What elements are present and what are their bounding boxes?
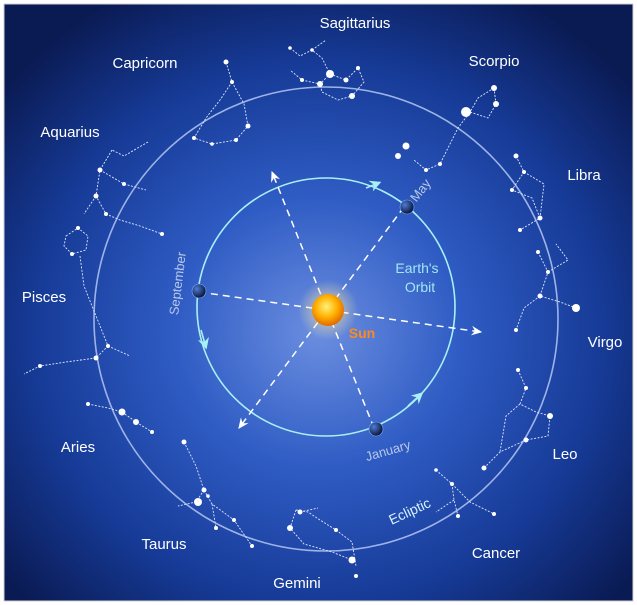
constellation-scorpio xyxy=(395,85,499,172)
constellation-cancer xyxy=(434,468,496,518)
constellation-taurus xyxy=(177,439,254,548)
earth-january-icon xyxy=(368,421,384,437)
label-sagittarius: Sagittarius xyxy=(320,15,391,32)
label-libra: Libra xyxy=(567,167,601,184)
constellation-gemini xyxy=(287,507,358,578)
earth-september-icon xyxy=(191,283,207,299)
constellation-aries xyxy=(86,402,154,434)
constellation-pisces xyxy=(23,226,131,375)
constellation-capricorn xyxy=(192,59,251,146)
label-cancer: Cancer xyxy=(472,545,520,562)
sun-icon xyxy=(312,294,344,326)
orbit-arrow-bottom xyxy=(407,392,424,407)
orbit-arrow-top xyxy=(365,180,382,192)
label-orbit-line2: Orbit xyxy=(405,279,435,295)
earth-may-icon xyxy=(399,199,415,215)
label-gemini: Gemini xyxy=(273,575,321,592)
constellation-aquarius xyxy=(83,141,164,236)
label-orbit-line1: Earth's xyxy=(395,260,438,276)
label-pisces: Pisces xyxy=(22,289,66,306)
constellation-sagittarius xyxy=(288,39,365,101)
constellation-libra xyxy=(510,153,545,232)
label-sun: Sun xyxy=(349,325,375,341)
constellation-leo xyxy=(481,368,553,471)
label-taurus: Taurus xyxy=(141,536,186,553)
constellation-virgo xyxy=(514,243,580,332)
ecliptic-circle xyxy=(93,86,559,552)
label-capricorn: Capricorn xyxy=(112,55,177,72)
orbit-arrow-left xyxy=(197,329,209,350)
earth-orbit xyxy=(196,177,456,437)
label-aquarius: Aquarius xyxy=(40,124,99,141)
label-leo: Leo xyxy=(552,446,577,463)
label-virgo: Virgo xyxy=(588,334,623,351)
label-scorpio: Scorpio xyxy=(469,53,520,70)
label-aries: Aries xyxy=(61,439,95,456)
